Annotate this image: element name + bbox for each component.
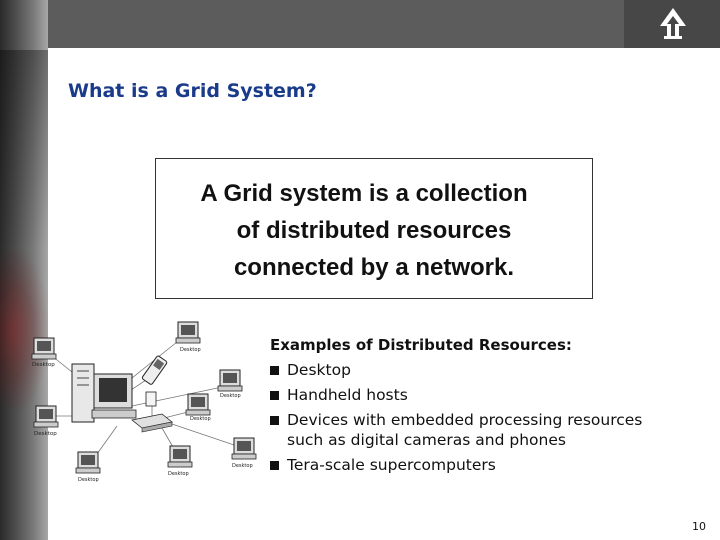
examples-heading: Examples of Distributed Resources: <box>270 336 572 354</box>
list-item: Handheld hosts <box>270 383 642 408</box>
list-item: Desktop <box>270 358 642 383</box>
bullet-square-icon <box>270 416 279 425</box>
list-item: Devices with embedded processing resourc… <box>270 408 642 433</box>
logo-icon <box>660 8 686 39</box>
handheld-icon <box>141 355 168 385</box>
bullet-square-icon <box>270 366 279 375</box>
logo-box <box>624 0 720 48</box>
desktop-label-1: Desktop <box>32 362 55 368</box>
desktop-label-5: Desktop <box>34 431 57 437</box>
desktop-label-2: Desktop <box>180 347 201 353</box>
desktop-label-8: Desktop <box>232 463 253 469</box>
definition-box: A Grid system is a collection of distrib… <box>155 158 593 299</box>
list-item: Tera-scale supercomputers <box>270 453 642 478</box>
definition-line-1: A Grid system is a collection <box>200 180 528 207</box>
slide-title: What is a Grid System? <box>68 80 317 102</box>
desktop-computer-icon <box>75 451 101 474</box>
examples-list: Examples of Distributed Resources: Deskt… <box>270 333 642 478</box>
desktop-computer-icon <box>33 405 59 428</box>
page-number: 10 <box>692 520 706 533</box>
desktop-computer-icon <box>31 337 57 360</box>
desktop-computer-icon <box>167 445 193 468</box>
left-band-streak <box>0 250 48 410</box>
desktop-computer-icon <box>231 437 257 460</box>
desktop-label-3: Desktop <box>220 393 241 399</box>
grid-network-diagram: Desktop Desktop Desktop Desktop <box>31 321 257 483</box>
example-item-3-continuation: such as digital cameras and phones <box>287 431 566 449</box>
desktop-computer-icon <box>175 321 201 344</box>
desktop-computer-icon <box>185 393 211 416</box>
bullet-square-icon <box>270 391 279 400</box>
top-band <box>0 0 720 48</box>
desktop-label-7: Desktop <box>168 471 189 477</box>
camera-icon <box>145 391 157 407</box>
example-item-3: Devices with embedded processing resourc… <box>287 411 643 429</box>
left-band <box>0 0 48 540</box>
desktop-computer-icon <box>217 369 243 392</box>
desktop-label-4: Desktop <box>190 416 211 422</box>
bullet-square-icon <box>270 461 279 470</box>
left-band-shade <box>0 50 48 250</box>
supercomputer-icon <box>71 363 137 423</box>
example-item-1: Desktop <box>287 361 351 379</box>
example-item-2: Handheld hosts <box>287 386 408 404</box>
network-device-icon <box>131 413 173 433</box>
example-item-4: Tera-scale supercomputers <box>287 456 496 474</box>
desktop-label-6: Desktop <box>78 477 99 483</box>
definition-line-3: connected by a network. <box>233 254 515 281</box>
definition-line-2: of distributed resources <box>236 217 512 244</box>
